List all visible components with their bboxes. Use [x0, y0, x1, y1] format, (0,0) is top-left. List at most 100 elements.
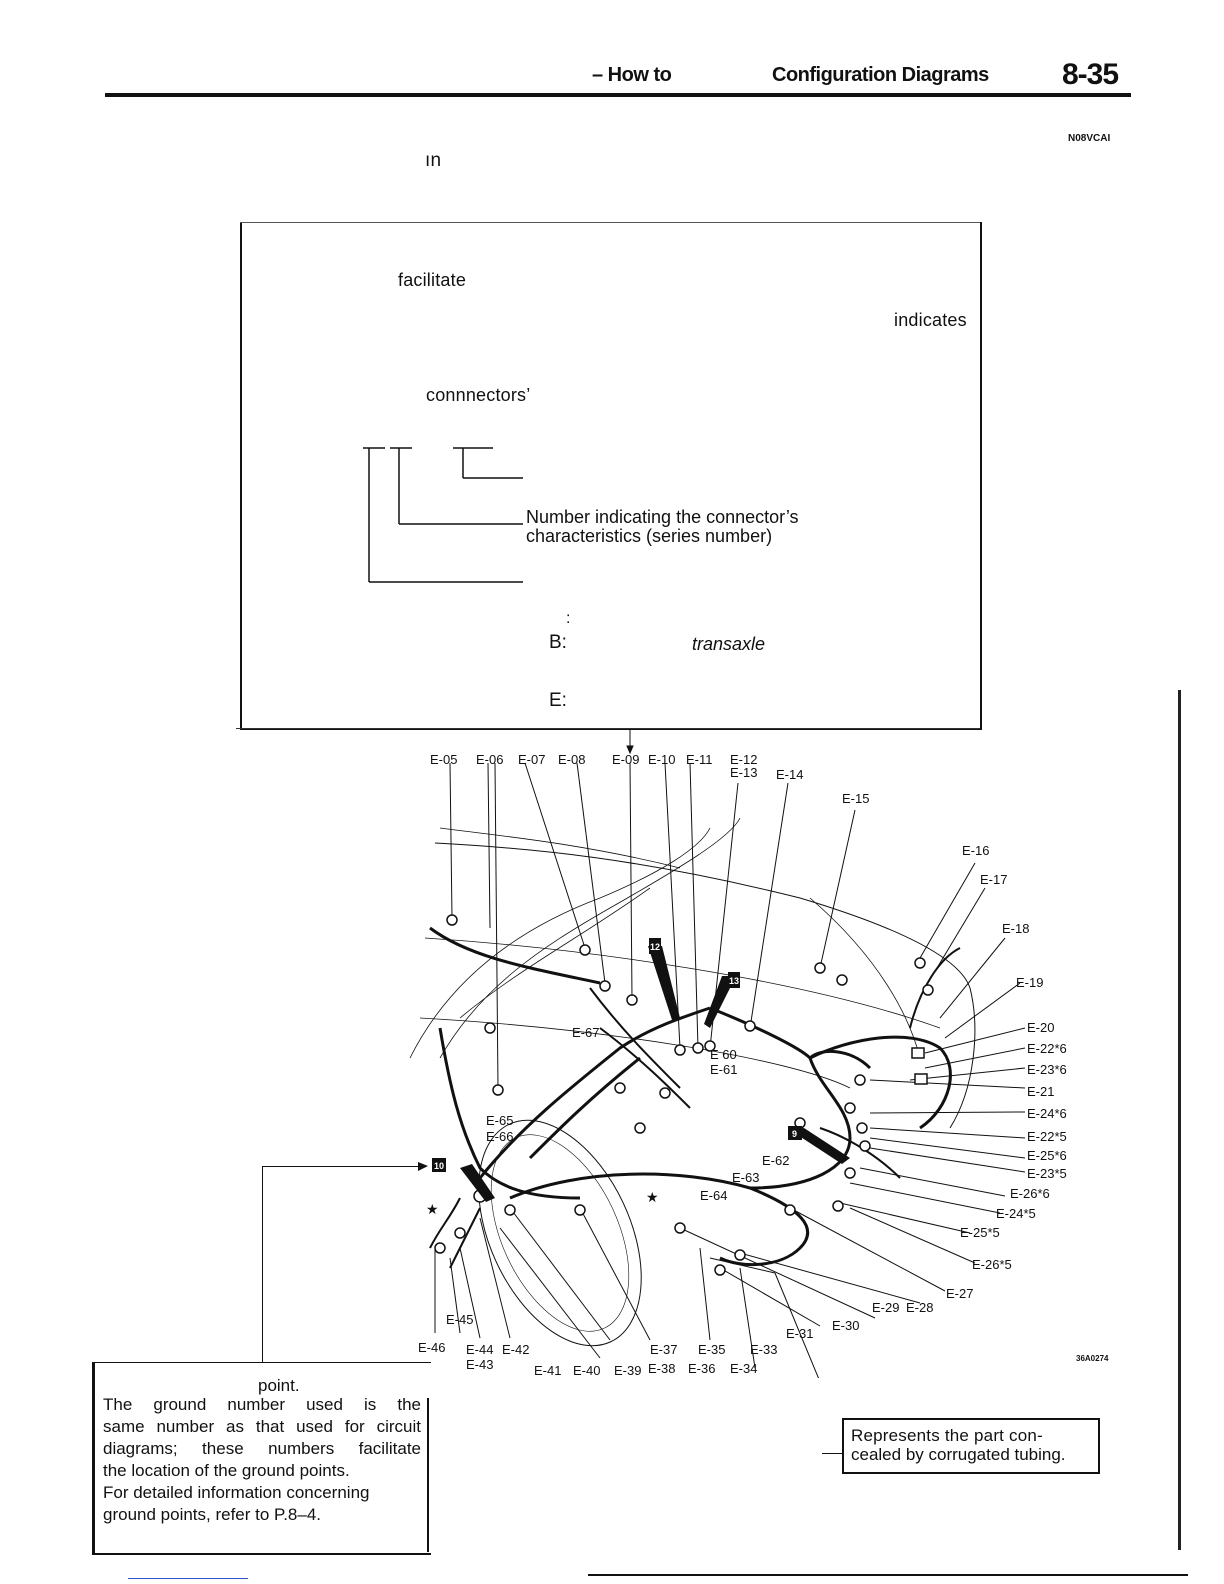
right-margin-rule — [1178, 690, 1181, 1550]
label-e-33: E-33 — [750, 1342, 778, 1357]
label-e-43: E-43 — [466, 1357, 494, 1372]
label-e-18: E-18 — [1002, 921, 1030, 936]
label-e-65: E-65 — [486, 1113, 514, 1128]
label-e-45: E-45 — [446, 1312, 474, 1327]
label-e-30: E-30 — [832, 1318, 860, 1333]
doc-code: N08VCAI — [1068, 133, 1111, 144]
ground-note-right-border — [427, 1398, 429, 1552]
ground-marker-9: 9 — [792, 1129, 797, 1139]
label-e-24-5: E-24*5 — [996, 1206, 1036, 1221]
label-e-05: E-05 — [430, 752, 458, 767]
connector-code-bracket-diagram — [363, 447, 523, 583]
label-e-46: E-46 — [418, 1340, 446, 1355]
label-e-41: E-41 — [534, 1363, 562, 1378]
ground-note-leader-horizontal — [262, 1166, 422, 1167]
label-e-61: E-61 — [710, 1062, 738, 1077]
ground-note-line-2: same number as that used for circuit — [103, 1417, 421, 1436]
label-e-15: E-15 — [842, 791, 870, 806]
label-e-07: E-07 — [518, 752, 546, 767]
ground-marker-13: 13 — [729, 976, 739, 986]
code-transaxle: transaxle — [692, 634, 766, 654]
tubing-note-line-1: Represents the part con- — [851, 1426, 1043, 1445]
ground-marker-10: 10 — [434, 1161, 444, 1171]
label-e-11: E-11 — [686, 752, 713, 767]
label-e-62: E-62 — [762, 1153, 790, 1168]
label-e-67: E-67 — [572, 1025, 600, 1040]
label-e-64: E-64 — [700, 1188, 728, 1203]
figure-code: 36A0274 — [1076, 1354, 1109, 1363]
bottom-left-rule — [128, 1578, 248, 1579]
ground-marker-12: 12 — [650, 942, 660, 952]
label-e-24-6: E-24*6 — [1027, 1106, 1067, 1121]
label-e-37: E-37 — [650, 1342, 678, 1357]
label-e-63: E-63 — [732, 1170, 760, 1185]
label-e-10: E-10 — [648, 752, 676, 767]
label-e-60: E 60 — [710, 1047, 737, 1062]
label-e-42: E-42 — [502, 1342, 530, 1357]
label-e-28: E-28 — [906, 1300, 934, 1315]
label-e-25-5: E-25*5 — [960, 1225, 1000, 1240]
label-e-31: E-31 — [786, 1326, 814, 1341]
info-box-bottom-extension — [236, 728, 980, 729]
intro-fragment: ın — [425, 150, 442, 171]
label-e-16: E-16 — [962, 843, 990, 858]
info-fragment-facilitate: facilitate — [398, 270, 467, 290]
label-e-39: E-39 — [614, 1363, 642, 1378]
ground-note-line-1: The ground number used is the — [103, 1395, 421, 1414]
label-e-25-6: E-25*6 — [1027, 1148, 1067, 1163]
ground-note-line-6: ground points, refer to P.8–4. — [103, 1505, 322, 1524]
label-e-29: E-29 — [872, 1300, 900, 1315]
tubing-note-box — [842, 1418, 1100, 1474]
ground-note-heading: point. — [258, 1376, 300, 1395]
label-e-08: E-08 — [558, 752, 586, 767]
series-number-line1: Number indicating the connector’s — [526, 507, 799, 527]
label-e-27: E-27 — [946, 1286, 974, 1301]
ground-note-arrow — [418, 1162, 428, 1171]
label-e-06: E-06 — [476, 752, 504, 767]
info-box-top-rule — [240, 222, 980, 223]
section-title-part1: – How to — [592, 64, 672, 86]
svg-text:★: ★ — [426, 1202, 439, 1218]
label-e-09: E-09 — [612, 752, 640, 767]
label-e-22-5: E-22*5 — [1027, 1129, 1067, 1144]
page-number: 8-35 — [1062, 58, 1119, 91]
label-e-66: E-66 — [486, 1129, 514, 1144]
ground-note-leader-vertical — [262, 1166, 263, 1362]
label-e-26-5: E-26*5 — [972, 1257, 1012, 1272]
ground-note-line-4: the location of the ground points. — [103, 1461, 350, 1480]
section-title-part2: Configuration Diagrams — [772, 64, 989, 86]
label-e-23-6: E-23*6 — [1027, 1062, 1067, 1077]
label-e-14: E-14 — [776, 767, 804, 782]
label-e-36: E-36 — [688, 1361, 716, 1376]
info-box — [240, 222, 982, 730]
header-rule — [105, 93, 1131, 97]
label-e-44: E-44 — [466, 1342, 494, 1357]
series-number-line2: characteristics (series number) — [526, 526, 773, 546]
ground-point-note — [92, 1362, 431, 1555]
svg-text:★: ★ — [646, 1190, 659, 1206]
label-e-13: E-13 — [730, 765, 758, 780]
ground-note-line-5: For detailed information concerning — [103, 1483, 370, 1502]
label-e-12: E-12 — [730, 752, 758, 767]
info-fragment-connectors: connnectors’ — [426, 385, 531, 405]
code-colon: : — [566, 610, 571, 627]
tubing-note-line-2: cealed by corrugated tubing. — [851, 1445, 1066, 1464]
info-fragment-indicates: indicates — [894, 310, 967, 330]
label-e-34: E-34 — [730, 1361, 758, 1376]
label-e-21: E-21 — [1027, 1084, 1055, 1099]
label-e-17: E-17 — [980, 872, 1008, 887]
label-e-19: E-19 — [1016, 975, 1044, 990]
tubing-note-leader — [822, 1453, 844, 1454]
label-e-26-6: E-26*6 — [1010, 1186, 1050, 1201]
code-b: B: — [549, 632, 567, 653]
label-e-38: E-38 — [648, 1361, 676, 1376]
ground-note-line-3: diagrams; these numbers facilitate — [103, 1439, 421, 1458]
label-e-35: E-35 — [698, 1342, 726, 1357]
code-e: E: — [549, 690, 567, 711]
label-e-23-5: E-23*5 — [1027, 1166, 1067, 1181]
engine-compartment-harness-diagram: 12 13 9 10 ★ ★ — [409, 730, 1026, 1378]
label-e-40: E-40 — [573, 1363, 601, 1378]
label-e-22-6: E-22*6 — [1027, 1041, 1067, 1056]
bottom-rule — [588, 1574, 1188, 1576]
label-e-20: E-20 — [1027, 1020, 1055, 1035]
